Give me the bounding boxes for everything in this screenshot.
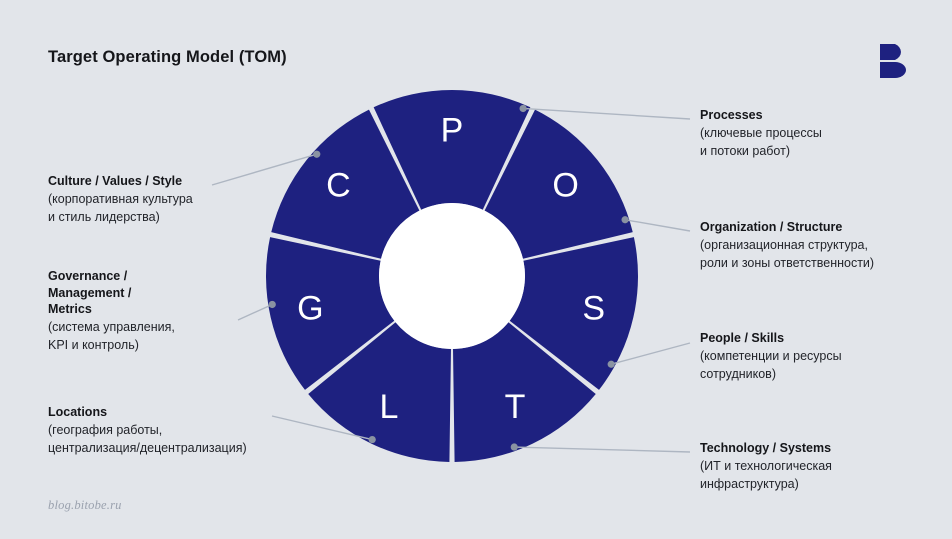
callout-people[interactable]: People / Skills (компетенции и ресурсы с… <box>700 330 950 383</box>
connector-line-technology <box>514 446 691 453</box>
connector-dot-locations <box>368 435 376 444</box>
connector-line-culture <box>211 153 317 186</box>
callout-people-description: (компетенции и ресурсы сотрудников) <box>700 348 842 381</box>
donut-segment-culture[interactable] <box>271 109 420 259</box>
callout-technology-description: (ИТ и технологическая инфраструктура) <box>700 458 832 491</box>
callout-processes[interactable]: Processes (ключевые процессы и потоки ра… <box>700 107 950 160</box>
segment-letters: P O S T L G C <box>297 112 605 426</box>
callout-governance-description: (система управления, KPI и контроль) <box>48 319 175 352</box>
segment-letter-processes: P <box>441 112 464 150</box>
callout-locations-description: (география работы, централизация/децентр… <box>48 422 247 455</box>
segment-letter-culture: C <box>326 166 351 204</box>
page-title: Target Operating Model (TOM) <box>48 48 287 66</box>
connector-line-organization <box>624 219 691 232</box>
connector-dot-governance <box>268 300 276 309</box>
donut-segment-processes[interactable] <box>373 89 531 210</box>
callout-processes-title: Processes <box>700 108 763 122</box>
connector-line-locations <box>271 415 373 441</box>
connector-line-processes <box>523 107 691 120</box>
segment-letter-technology: T <box>505 388 526 426</box>
donut-segments <box>266 89 638 462</box>
callout-culture-description: (корпоративная культура и стиль лидерств… <box>48 191 193 224</box>
segment-letter-governance: G <box>297 289 323 327</box>
callout-organization-title: Organization / Structure <box>700 220 843 234</box>
connector-dot-organization <box>621 216 629 224</box>
connector-dot-processes <box>519 104 527 113</box>
callout-processes-description: (ключевые процессы и потоки работ) <box>700 125 822 158</box>
callout-locations-title: Locations <box>48 405 108 419</box>
connector-line-people <box>610 342 691 365</box>
connector-dot-culture <box>313 150 321 158</box>
callout-connectors <box>211 104 691 453</box>
callout-technology[interactable]: Technology / Systems (ИТ и технологическ… <box>700 440 950 493</box>
watermark: blog.bitobe.ru <box>48 498 122 512</box>
callout-governance-title: Governance / Management / Metrics <box>48 269 132 316</box>
callout-people-title: People / Skills <box>700 331 785 345</box>
callout-culture-title: Culture / Values / Style <box>48 174 183 188</box>
bitobe-b-logo <box>880 44 906 78</box>
donut-hub <box>379 203 525 349</box>
donut-segment-organization[interactable] <box>484 109 633 259</box>
callout-organization-description: (организационная структура, роли и зоны … <box>700 237 875 270</box>
connector-line-governance <box>237 303 273 321</box>
donut-segment-governance[interactable] <box>266 237 395 390</box>
connector-dot-technology <box>510 443 518 451</box>
connector-dot-people <box>607 360 615 368</box>
segment-letter-organization: O <box>552 166 578 204</box>
callout-technology-title: Technology / Systems <box>700 441 832 455</box>
callout-governance[interactable]: Governance / Management / Metrics (систе… <box>48 268 298 354</box>
segment-letter-locations: L <box>379 388 398 426</box>
donut-segment-locations[interactable] <box>308 322 451 462</box>
donut-segment-technology[interactable] <box>453 322 596 462</box>
segment-letter-people: S <box>582 289 605 327</box>
callout-organization[interactable]: Organization / Structure (организационна… <box>700 219 936 272</box>
callout-locations[interactable]: Locations (география работы, централизац… <box>48 404 308 457</box>
callout-culture[interactable]: Culture / Values / Style (корпоративная … <box>48 173 298 226</box>
donut-segment-people[interactable] <box>509 237 638 390</box>
